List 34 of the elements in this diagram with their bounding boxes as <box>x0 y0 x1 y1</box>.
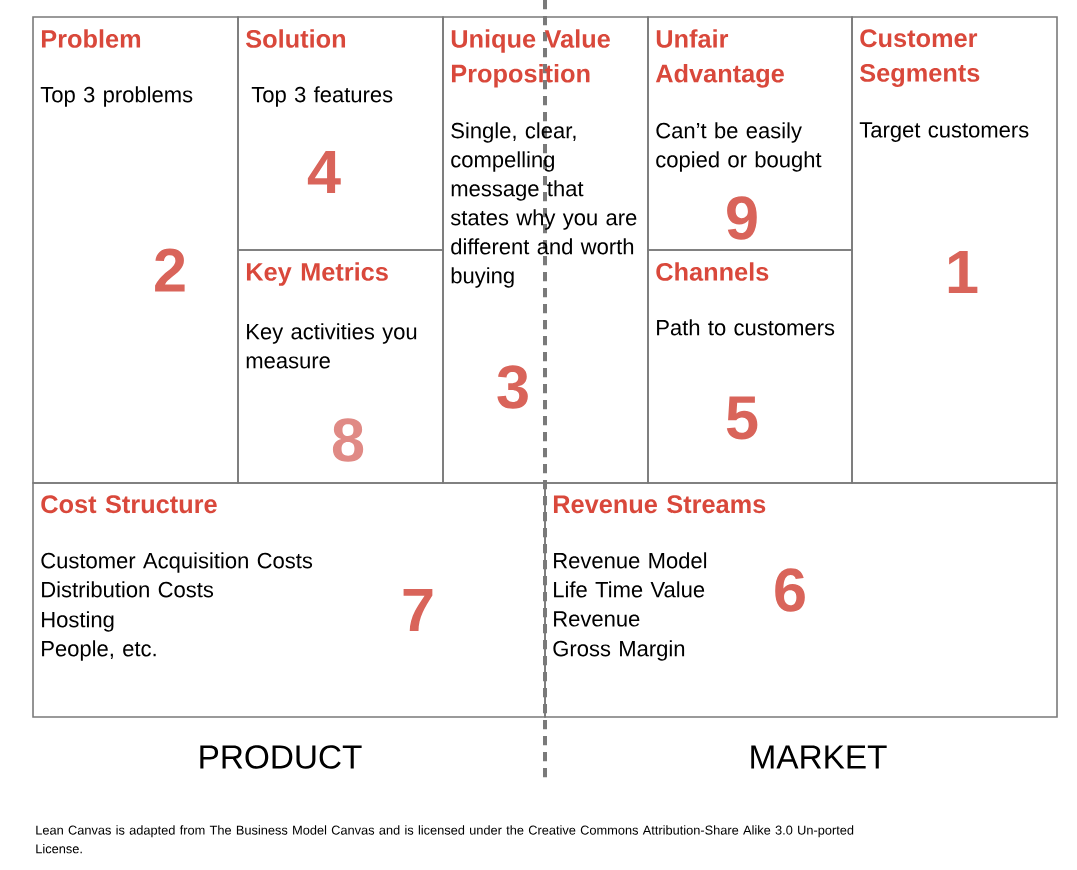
section-number: 8 <box>332 418 364 462</box>
section-heading: Customer Segments <box>860 29 980 87</box>
section-number: 5 <box>726 396 758 440</box>
section-heading: Cost Structure <box>41 495 217 514</box>
section-number: 9 <box>727 196 757 240</box>
body-text: Can’t be easily copied or bought <box>656 122 822 172</box>
section-number: 1 <box>948 250 978 294</box>
section-heading: Solution <box>246 29 346 48</box>
section-number: 3 <box>497 365 528 409</box>
body-text: Path to customers <box>657 319 835 336</box>
body-text: Revenue Model <box>554 552 707 569</box>
body-text: Top 3 problems <box>40 86 193 107</box>
section-number: 7 <box>403 588 433 632</box>
body-text: Distribution Costs <box>42 581 214 598</box>
body-text: Revenue <box>554 611 640 627</box>
section-number: 6 <box>775 568 805 612</box>
body-text: Hosting <box>42 611 114 632</box>
section-heading: Unique Value Proposition <box>451 29 610 88</box>
section-heading: Key Metrics <box>246 262 388 286</box>
body-text: Gross Margin <box>553 640 685 661</box>
body-text: People, etc. <box>42 640 156 661</box>
section-heading: Unfair Advantage <box>655 29 784 88</box>
section-heading: Channels <box>656 262 769 281</box>
body-text: Target customers <box>859 122 1029 142</box>
body-text: Single, clear, compelling message that states why you are different and worth buying <box>450 122 637 288</box>
section-number: 2 <box>155 248 185 292</box>
body-text: Top 3 features <box>251 86 393 107</box>
body-text: Customer Acquisition Costs <box>41 552 313 573</box>
section-heading: Problem <box>41 29 141 48</box>
section-number: 4 <box>307 150 341 194</box>
section-heading: Revenue Streams <box>553 495 766 514</box>
body-text: Key activities you measure <box>246 323 417 369</box>
footnote: Lean Canvas is adapted from The Business Model Canvas and is licensed under the Creative Commons Attribution-Share Alike 3.0 Un-ported License. <box>36 825 854 854</box>
body-text: Life Time Value <box>554 581 705 598</box>
